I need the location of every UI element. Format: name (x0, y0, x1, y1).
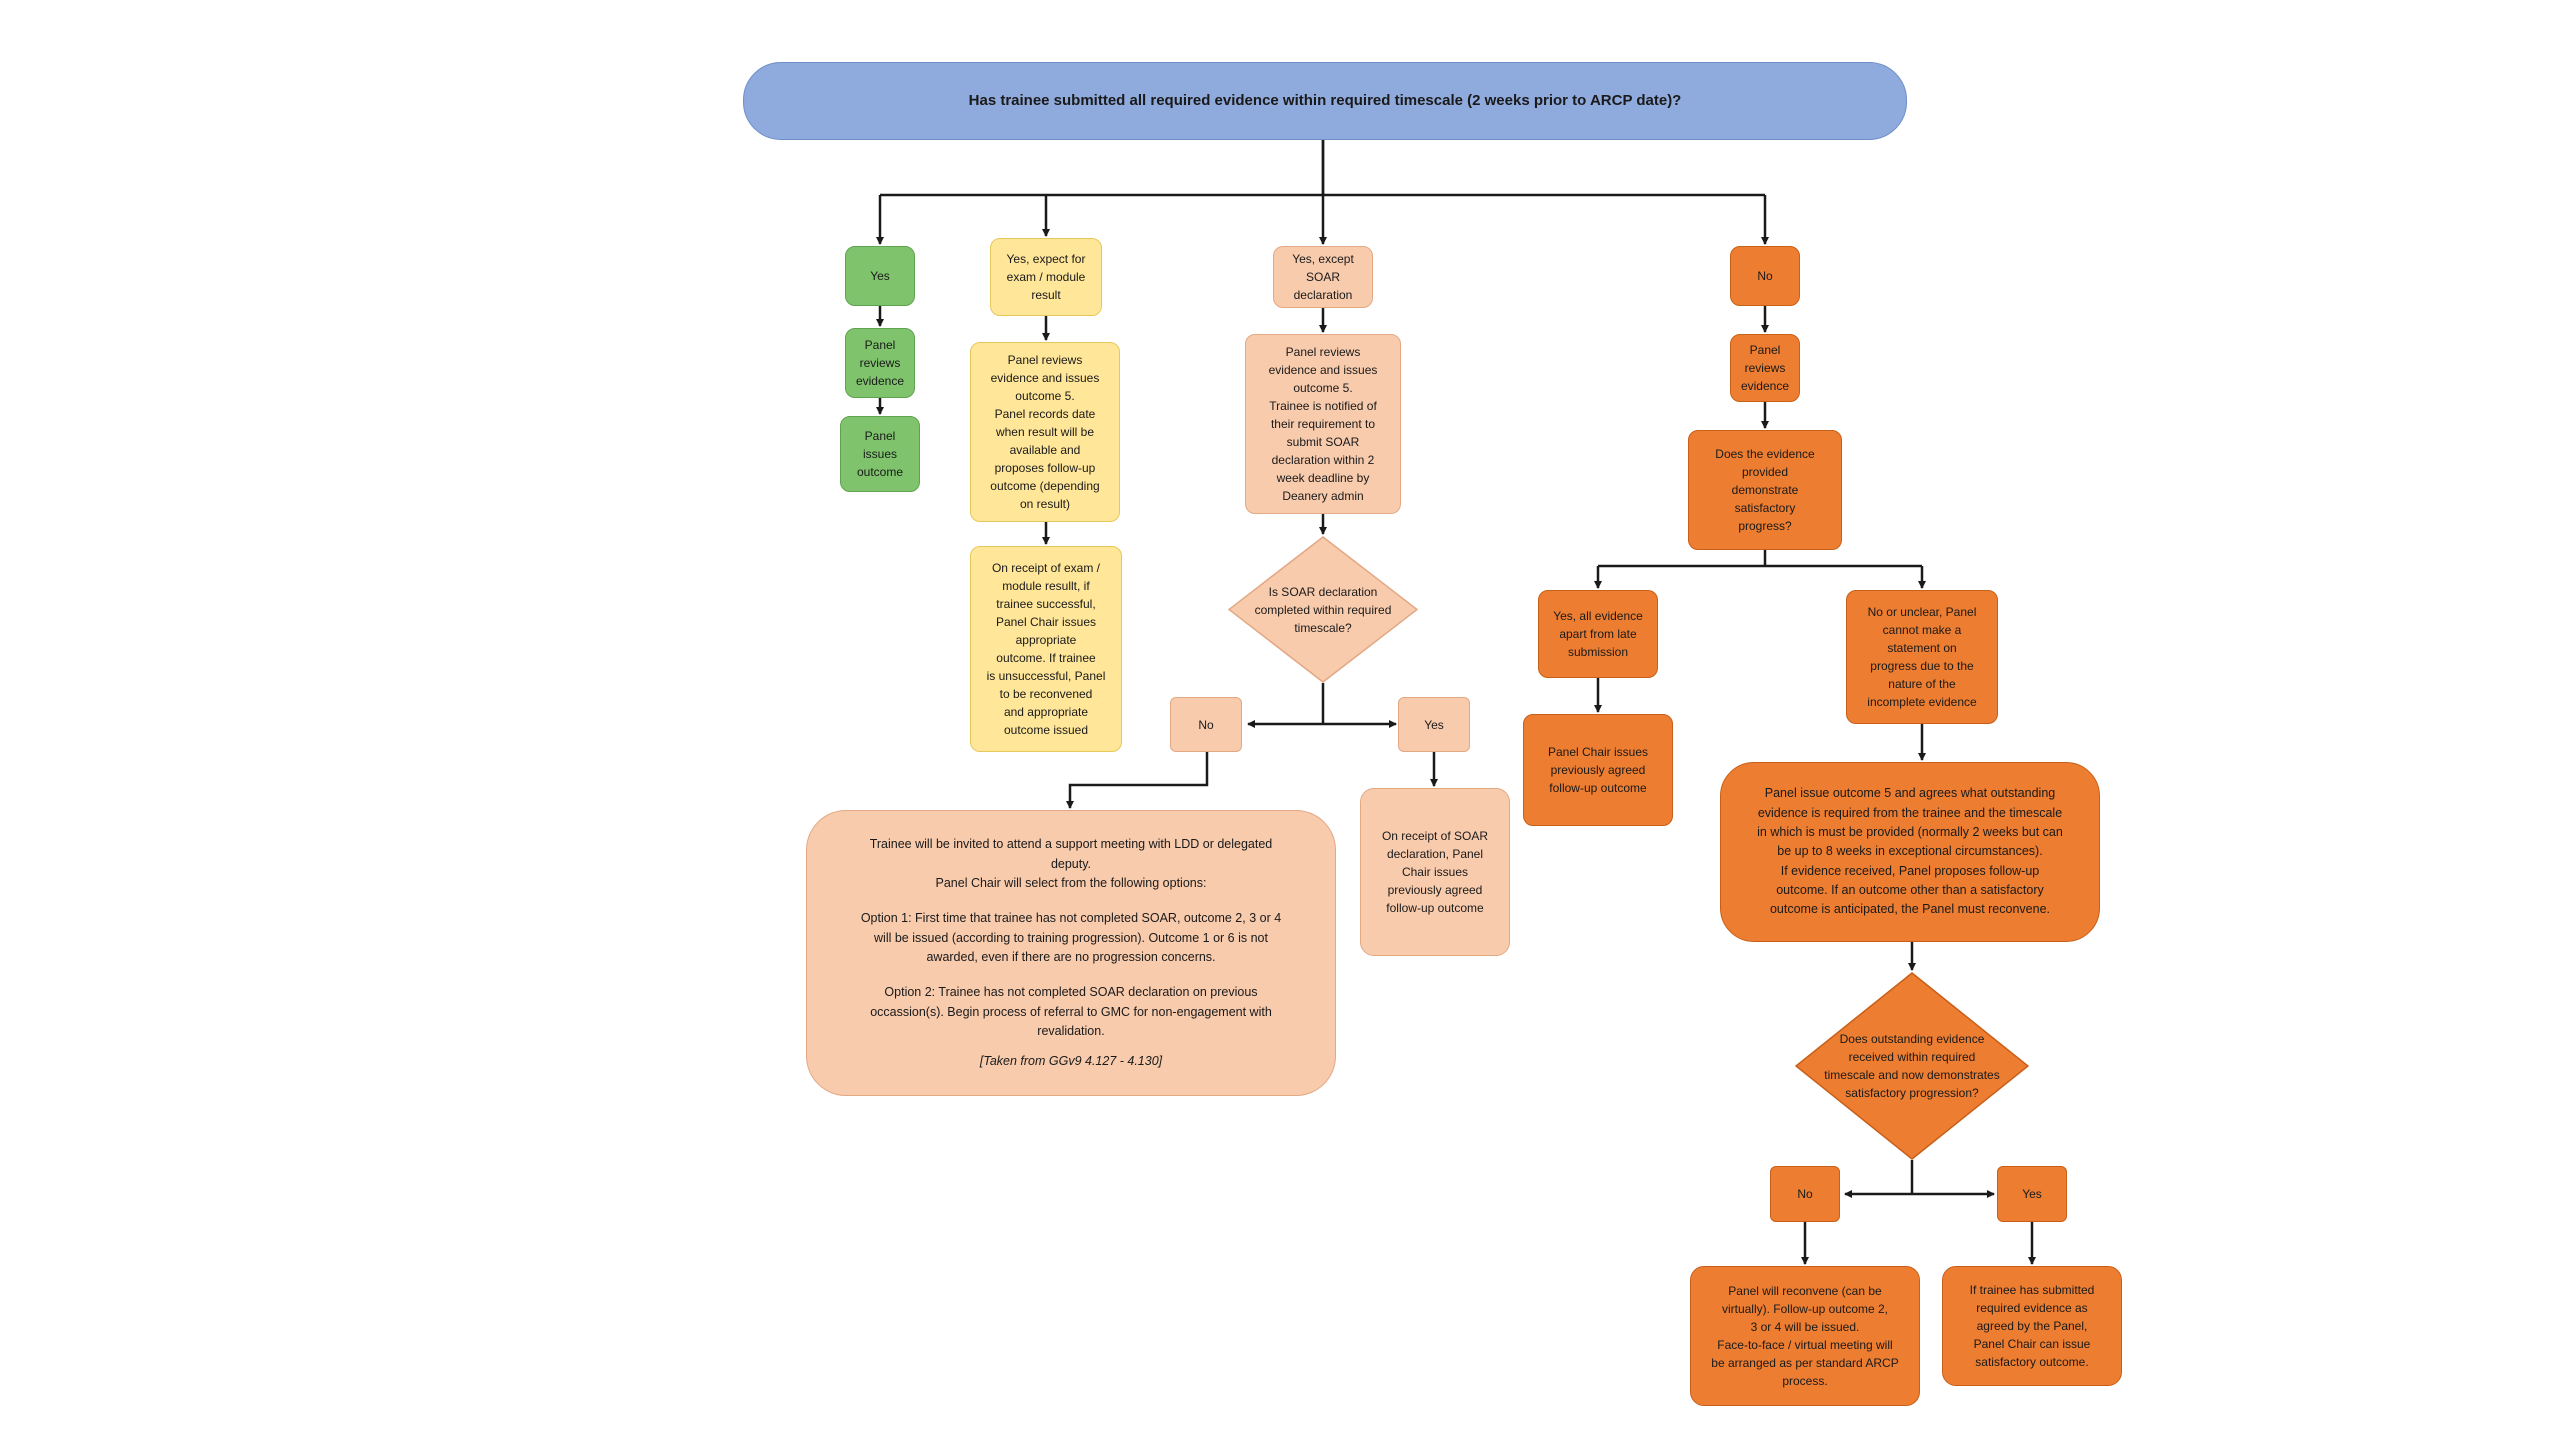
no-outstanding-evidence-decision: Does outstanding evidence received withi… (1795, 972, 2029, 1160)
flowchart-title-question: Has trainee submitted all required evide… (743, 62, 1907, 140)
soar-decision-text: Is SOAR declaration completed within req… (1254, 584, 1392, 635)
no-decision2-yes-label: Yes (1997, 1166, 2067, 1222)
answer-yes-node: Yes (845, 246, 915, 306)
no-decision2-shape (1795, 972, 2029, 1160)
soar-no-option-1: Option 1: First time that trainee has no… (860, 911, 1282, 964)
soar-no-label: No (1170, 697, 1242, 752)
soar-panel-issues-outcome-5: Panel reviews evidence and issues outcom… (1245, 334, 1401, 514)
exam-panel-issues-outcome-5: Panel reviews evidence and issues outcom… (970, 342, 1120, 522)
answer-no-node: No (1730, 246, 1800, 306)
soar-no-option-2: Option 2: Trainee has not completed SOAR… (870, 985, 1272, 1039)
yes-panel-issues-outcome: Panel issues outcome (840, 416, 920, 492)
soar-no-support-meeting: Trainee will be invited to attend a supp… (806, 810, 1336, 1096)
soar-decision-shape (1228, 536, 1418, 683)
soar-yes-label: Yes (1398, 697, 1470, 752)
soar-decision-diamond: Is SOAR declaration completed within req… (1228, 536, 1418, 683)
soar-yes-result: On receipt of SOAR declaration, Panel Ch… (1360, 788, 1510, 956)
answer-yes-except-soar-node: Yes, except SOAR declaration (1273, 246, 1373, 308)
no-late-submission-result: Panel Chair issues previously agreed fol… (1523, 714, 1673, 826)
no-late-submission-label: Yes, all evidence apart from late submis… (1538, 590, 1658, 678)
yes-panel-reviews-evidence: Panel reviews evidence (845, 328, 915, 398)
no-decision-satisfactory-progress: Does the evidence provided demonstrate s… (1688, 430, 1842, 550)
exam-result-outcome: On receipt of exam / module resullt, if … (970, 546, 1122, 752)
no-decision2-text: Does outstanding evidence received withi… (1824, 1032, 2000, 1100)
soar-no-source: [Taken from GGv9 4.127 - 4.130] (979, 1053, 1163, 1068)
soar-no-intro: Trainee will be invited to attend a supp… (869, 837, 1273, 890)
connector-soar-no-result (1066, 752, 1209, 809)
no-satisfactory-outcome: If trainee has submitted required eviden… (1942, 1266, 2122, 1386)
no-panel-reviews-evidence: Panel reviews evidence (1730, 334, 1800, 402)
no-decision2-no-label: No (1770, 1166, 1840, 1222)
no-outcome-5-agreement: Panel issue outcome 5 and agrees what ou… (1720, 762, 2100, 942)
answer-yes-except-exam-node: Yes, expect for exam / module result (990, 238, 1102, 316)
no-unclear-label: No or unclear, Panel cannot make a state… (1846, 590, 1998, 724)
no-panel-reconvene: Panel will reconvene (can be virtually).… (1690, 1266, 1920, 1406)
